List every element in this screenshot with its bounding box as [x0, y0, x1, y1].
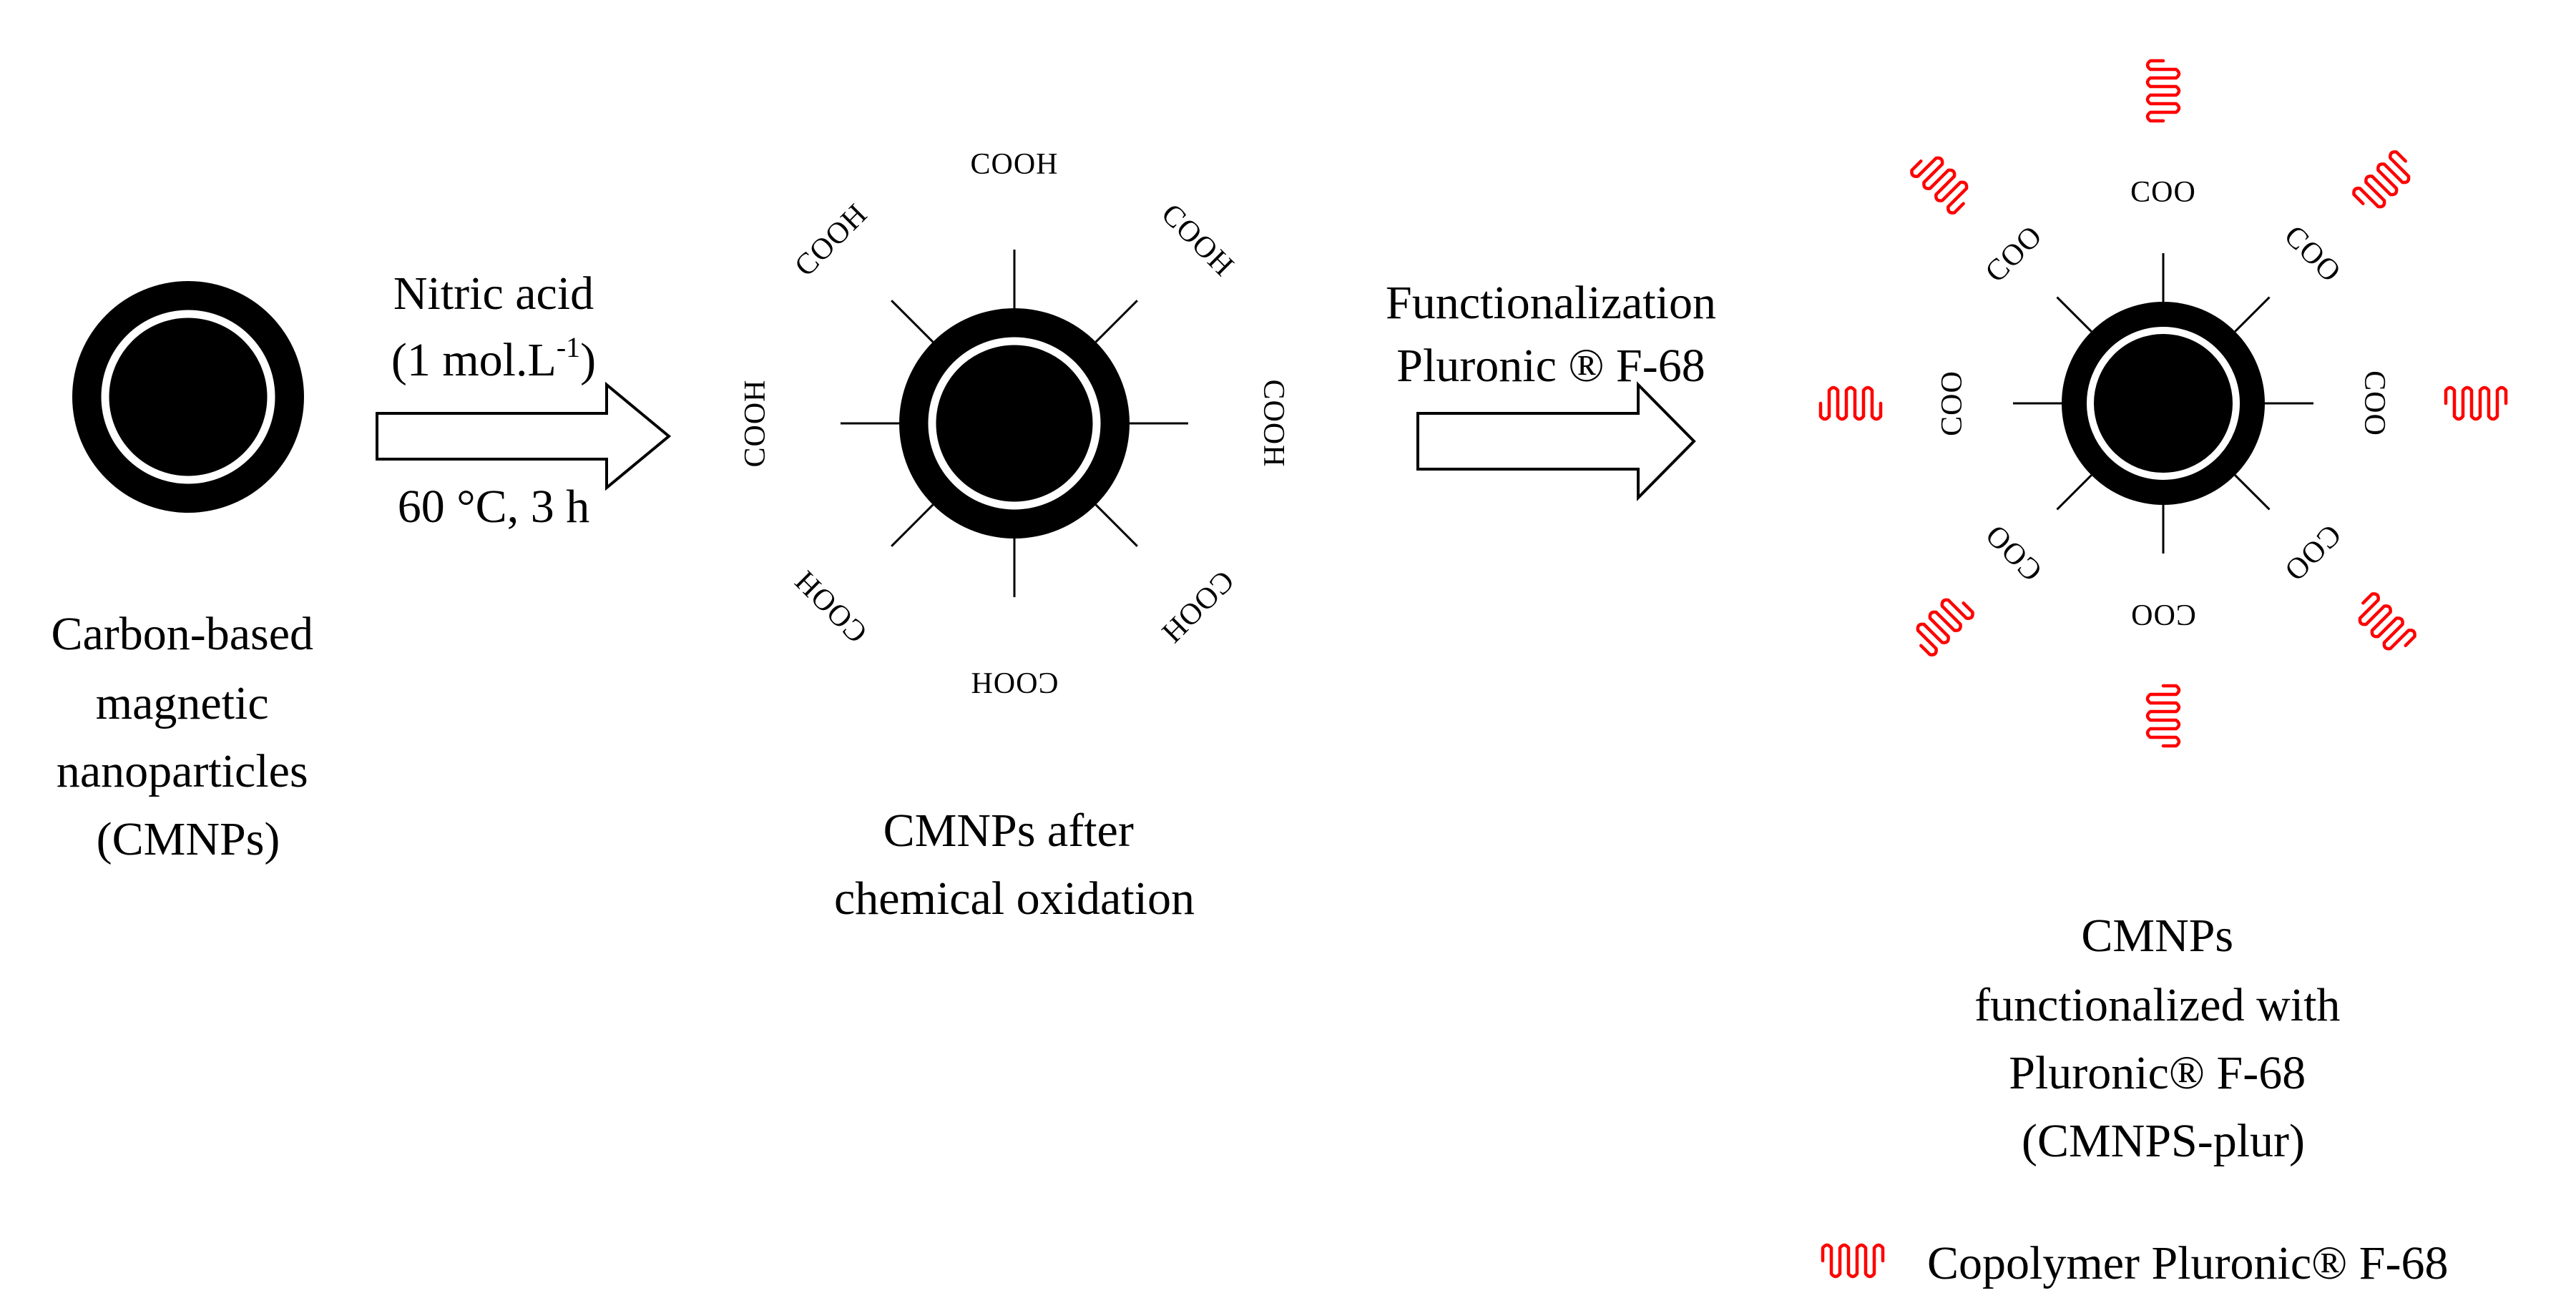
caption-line: CMNPs — [2081, 910, 2233, 962]
stage-oxidized: COOH COOH COOH COOH COOH COOH COOH COOH CMNPs a… — [739, 148, 1290, 925]
copolymer-chain — [2148, 686, 2179, 746]
caption-line: magnetic — [96, 677, 269, 729]
caption-line: nanoparticles — [57, 745, 308, 797]
bond-line — [2056, 474, 2092, 511]
bond-line — [2234, 474, 2271, 511]
caption-line: (CMNPS-plur) — [2022, 1115, 2305, 1167]
group-label: COOH — [788, 197, 874, 283]
caption-line: Carbon-based — [51, 608, 313, 660]
conditions-label: 60 °C, 3 h — [398, 481, 589, 533]
bond-line — [2056, 296, 2092, 333]
concentration-exponent: -1 — [557, 331, 580, 363]
reaction-arrow — [376, 381, 672, 491]
squiggle-icon — [1823, 1245, 1883, 1277]
stage-cmnp: Carbon-based magnetic nanoparticles (CMN… — [51, 281, 325, 865]
group-label: COOH — [970, 148, 1058, 181]
caption-line: CMNPs after — [883, 805, 1134, 857]
copolymer-chain — [2148, 61, 2179, 121]
step-oxidation: Nitric acid (1 mol.L-1) 60 °C, 3 h — [376, 267, 672, 533]
nanoparticle-icon — [72, 281, 304, 513]
group-label: COOH — [1155, 197, 1240, 283]
stage-functionalized: COO COO COO COO COO COO COO COO CMNPs functiona… — [1821, 61, 2506, 1167]
step-label: Functionalization — [1386, 277, 1716, 329]
copolymer-chain — [2352, 592, 2417, 657]
group-label: COOH — [788, 564, 874, 649]
group-label: COOH — [970, 666, 1058, 699]
legend: Copolymer Pluronic® F-68 — [1823, 1237, 2448, 1289]
group-label: COO — [2130, 176, 2196, 209]
copolymer-chain — [1910, 592, 1975, 657]
group-label: COO — [1979, 220, 2049, 289]
copolymer-chain — [2352, 150, 2417, 215]
group-label: COO — [2278, 518, 2347, 587]
copolymer-chain — [1821, 388, 1881, 419]
reagent-label: Pluronic ® F-68 — [1396, 340, 1705, 392]
group-label: COO — [1979, 518, 2049, 587]
caption-oxidized: CMNPs after chemical oxidation — [834, 805, 1195, 925]
reagent-label: Nitric acid — [393, 267, 594, 320]
bond-line — [891, 503, 934, 547]
bond-line — [2234, 296, 2271, 333]
bond-line — [891, 300, 934, 343]
copolymer-chain — [2446, 388, 2506, 419]
concentration-close: ) — [580, 334, 596, 386]
group-label: COO — [2130, 598, 2196, 631]
bond-line — [1094, 503, 1138, 547]
caption-line: chemical oxidation — [834, 872, 1195, 925]
reaction-arrow — [1416, 381, 1696, 501]
caption-line: (CMNPs) — [97, 813, 280, 865]
concentration-text: (1 mol.L — [391, 334, 557, 386]
caption-line: Pluronic® F-68 — [2009, 1047, 2306, 1099]
caption-functionalized: CMNPs functionalized with Pluronic® F-68… — [1974, 910, 2352, 1167]
group-label: COO — [1936, 370, 1969, 436]
bond-line — [1094, 300, 1138, 343]
concentration-label: (1 mol.L-1) — [391, 331, 596, 386]
group-label: COOH — [1155, 564, 1240, 649]
nanoparticle-icon — [899, 308, 1130, 539]
legend-label: Copolymer Pluronic® F-68 — [1927, 1237, 2448, 1289]
group-label: COOH — [1257, 379, 1290, 467]
caption-cmnp: Carbon-based magnetic nanoparticles (CMN… — [51, 608, 325, 865]
step-functionalization: Functionalization Pluronic ® F-68 — [1386, 277, 1716, 501]
group-label: COOH — [739, 379, 772, 467]
copolymer-chain — [1910, 150, 1975, 215]
caption-line: functionalized with — [1974, 979, 2340, 1031]
group-label: COO — [2358, 370, 2391, 436]
nanoparticle-icon — [2062, 302, 2265, 505]
group-label: COO — [2278, 220, 2347, 289]
